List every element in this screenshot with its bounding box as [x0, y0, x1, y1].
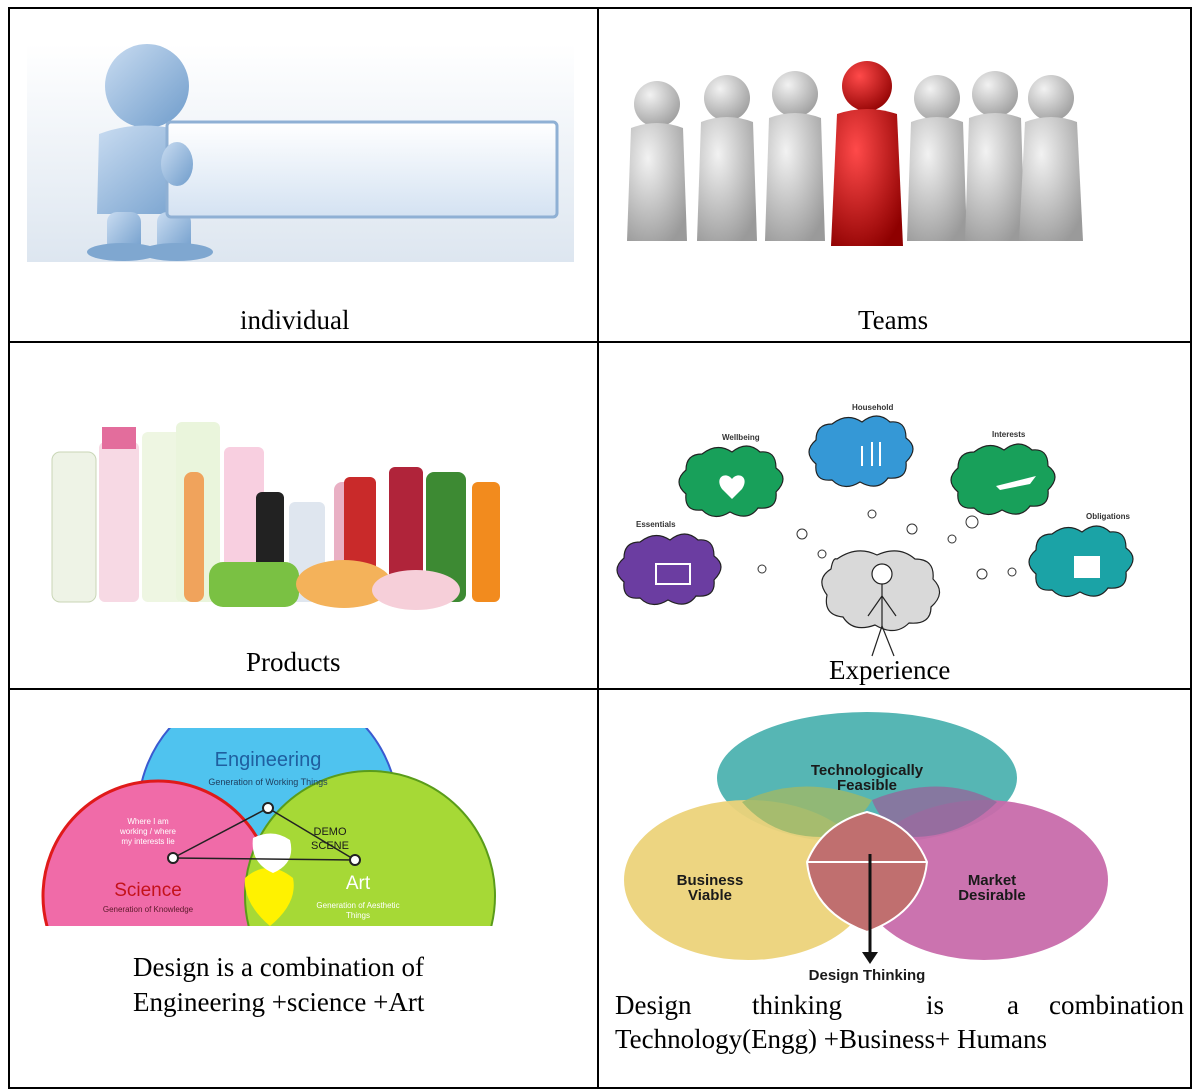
caption-individual: individual: [240, 305, 350, 335]
demo-label-2: SCENE: [311, 840, 349, 852]
experience-mindmap-image: Household Wellbeing Interests Essentials…: [612, 394, 1182, 664]
laptop-icon: [655, 563, 691, 585]
chart-board-icon: [1074, 556, 1100, 578]
center-overlap: [252, 833, 292, 873]
engineering-label: Engineering: [215, 749, 322, 771]
caption-products: Products: [246, 647, 341, 677]
teams-figures-image: [617, 56, 1105, 252]
table-frame: [8, 7, 1192, 1089]
caption-dt-line2: Technology(Engg) +Business+ Humans: [615, 1024, 1048, 1054]
caption-design-line1: Design is a combination of: [133, 952, 424, 982]
heart-icon: [719, 475, 745, 499]
label-wellbeing: Wellbeing: [722, 433, 760, 442]
market-label-2: Desirable: [958, 887, 1026, 904]
caption-dt-word-4: a: [1007, 990, 1019, 1020]
business-label-2: Viable: [688, 887, 732, 904]
science-art-overlap: [244, 868, 294, 926]
caption-dt-word-3: is: [926, 990, 945, 1020]
tech-label-2: Feasible: [837, 777, 897, 794]
engineering-sublabel: Generation of Working Things: [208, 777, 328, 787]
caption-dt-word-2: thinking: [752, 990, 843, 1020]
individual-figure-image: [27, 44, 574, 262]
design-thinking-label: Design Thinking: [809, 967, 926, 984]
caption-teams: Teams: [858, 305, 929, 335]
plane-icon: [996, 476, 1036, 490]
caption-dt-word-1: Design: [615, 990, 692, 1020]
row-divider-1: [8, 341, 1192, 343]
science-sublabel: Generation of Knowledge: [103, 905, 194, 914]
science-label: Science: [114, 880, 182, 901]
label-interests: Interests: [992, 430, 1026, 439]
art-sublabel-2: Things: [346, 911, 370, 920]
market-ellipse: [860, 800, 1108, 960]
overlap-label-1: Where I am: [127, 817, 169, 826]
market-label-1: Market: [968, 872, 1016, 889]
art-sublabel-1: Generation of Aesthetic: [316, 901, 399, 910]
caption-dt-word-5: combination: [1049, 990, 1184, 1020]
label-essentials: Essentials: [636, 520, 676, 529]
center-overlap: [805, 810, 929, 934]
column-divider: [597, 7, 599, 1089]
caption-experience: Experience: [829, 655, 951, 685]
design-thinking-venn-diagram: Technologically Feasible Business Viable…: [624, 712, 1108, 984]
business-label-1: Business: [677, 872, 744, 889]
caption-design-line2: Engineering +science +Art: [133, 987, 425, 1017]
business-ellipse: [624, 800, 872, 960]
thinking-person: [867, 563, 897, 657]
demo-label-1: DEMO: [314, 826, 347, 838]
tech-label-1: Technologically: [811, 762, 924, 779]
art-circle: [244, 770, 496, 926]
design-venn-diagram: Engineering Generation of Working Things…: [41, 728, 496, 926]
products-image: [44, 412, 550, 612]
tech-market-overlap: [872, 786, 997, 837]
row-divider-2: [8, 688, 1192, 690]
label-household: Household: [852, 403, 893, 412]
overlap-label-3: my interests lie: [121, 837, 175, 846]
family-icon: [861, 442, 881, 466]
overlap-label-2: working / where: [119, 827, 177, 836]
label-obligations: Obligations: [1086, 512, 1131, 521]
art-label: Art: [346, 873, 371, 894]
